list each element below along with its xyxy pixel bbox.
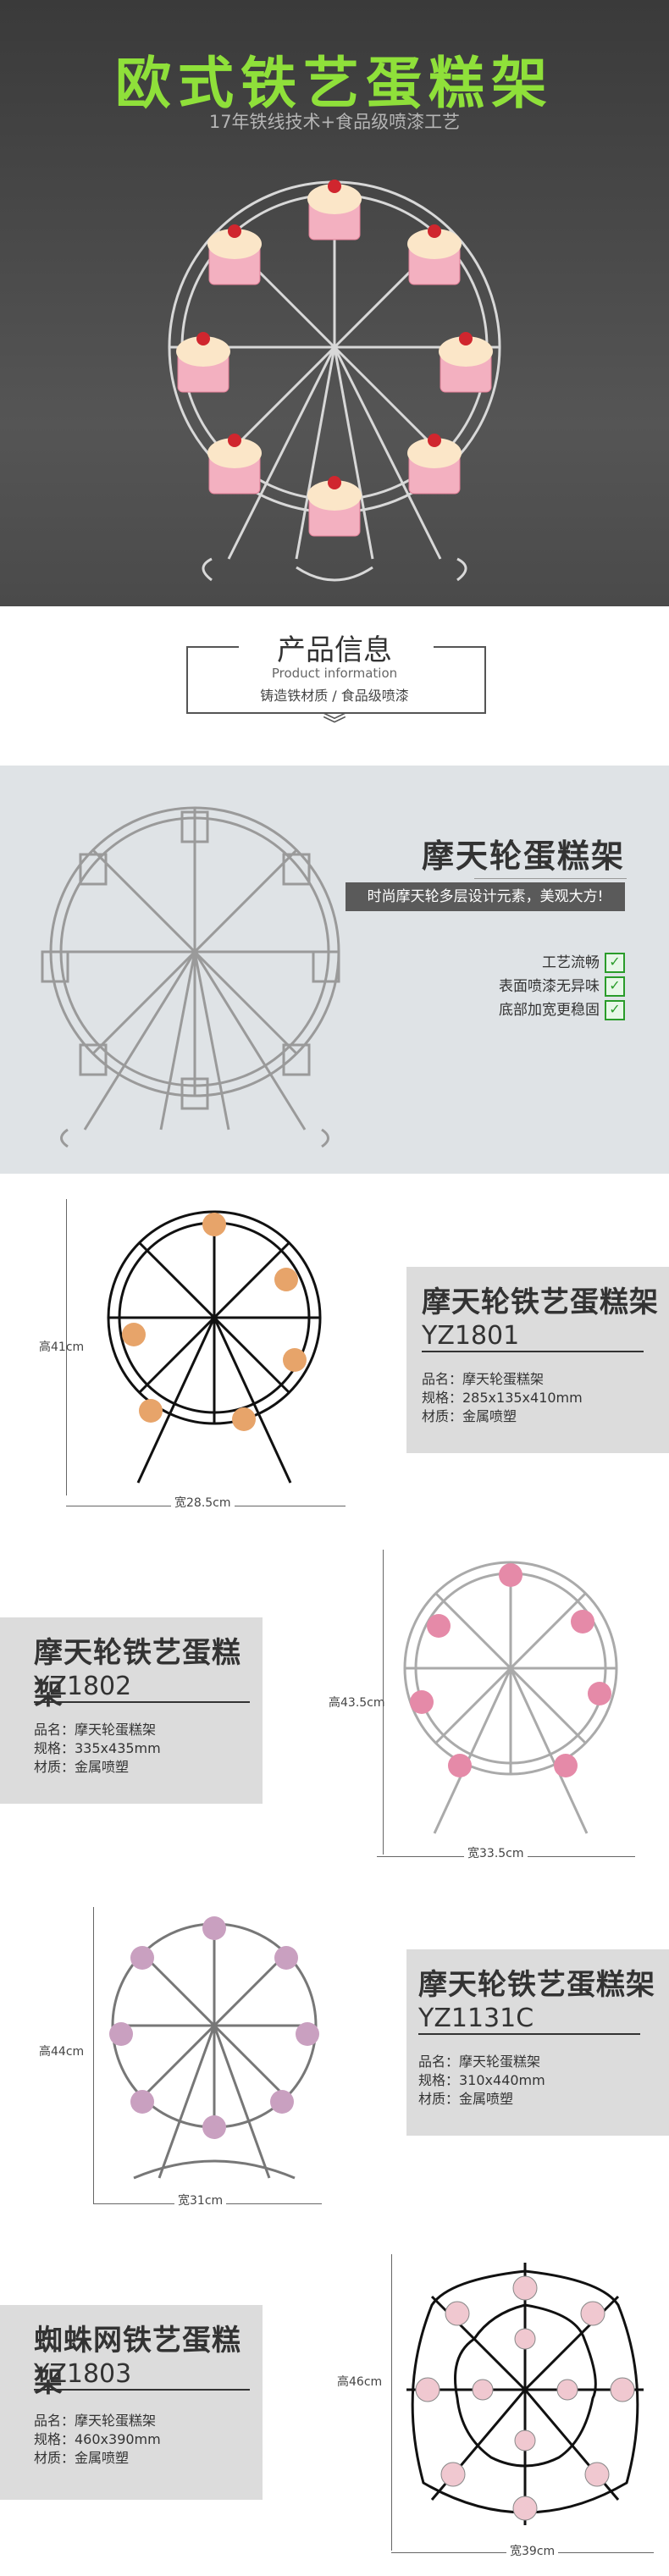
cupcakes [176,180,493,537]
spec-size: 规格：335x435mm [34,1740,161,1756]
height-dim: 高46cm [337,2375,383,2389]
feature-3: 底部加宽更稳固✓ [499,998,625,1020]
product-yz1801: 高41cm 宽28.5cm 摩天轮铁艺蛋糕架 YZ1801 品名：摩天轮蛋糕架 … [0,1174,669,1524]
spec-size: 规格：310x440mm [418,2072,545,2088]
check-icon: ✓ [605,953,625,973]
spec-name: 品名：摩天轮蛋糕架 [418,2054,541,2070]
width-dim: 宽39cm [506,2542,559,2559]
product-card: 蜘蛛网铁艺蛋糕架 YZ1803 品名：摩天轮蛋糕架 规格：460x390mm 材… [0,2305,263,2500]
spec-size: 规格：460x390mm [34,2431,161,2447]
product-card: 摩天轮铁艺蛋糕架 YZ1802 品名：摩天轮蛋糕架 规格：335x435mm 材… [0,1617,263,1804]
spec-material: 材质：金属喷塑 [418,2091,514,2107]
product-card: 摩天轮铁艺蛋糕架 YZ1131C 品名：摩天轮蛋糕架 规格：310x440mm … [406,1949,669,2136]
spec-material: 材质：金属喷塑 [34,2450,130,2466]
spec-material: 材质：金属喷塑 [422,1408,517,1424]
spec-name: 品名：摩天轮蛋糕架 [34,2413,157,2429]
width-dim: 宽31cm [174,2192,227,2208]
spider-web-image [406,2263,644,2525]
showcase-section: 摩天轮蛋糕架 时尚摩天轮多层设计元素，美观大方! 工艺流畅✓ 表面喷漆无异味✓ … [0,766,669,1174]
feature-2: 表面喷漆无异味✓ [499,974,625,997]
check-icon: ✓ [605,976,625,997]
product-name: 摩天轮铁艺蛋糕架 [422,1285,659,1319]
spec-name: 品名：摩天轮蛋糕架 [34,1722,157,1738]
product-model: YZ1801 [422,1321,644,1352]
height-dim-line [66,1199,67,1495]
info-frame [186,646,486,714]
width-dim: 宽28.5cm [171,1494,235,1511]
info-heading-en: Product information [271,666,398,681]
height-dim: 高44cm [39,2045,85,2059]
ferris-wheel-image [168,180,501,582]
product-yz1803: 蜘蛛网铁艺蛋糕架 YZ1803 品名：摩天轮蛋糕架 规格：460x390mm 材… [0,2237,669,2576]
product-image [107,1210,322,1484]
width-dim: 宽33.5cm [464,1844,528,1861]
product-image [403,1561,618,1834]
product-model: YZ1802 [34,1672,250,1703]
height-dim: 高43.5cm [329,1696,385,1710]
spec-size: 规格：285x135x410mm [422,1390,583,1406]
height-dim-line [383,1550,384,1855]
product-model: YZ1131C [418,2004,640,2035]
product-name: 摩天轮铁艺蛋糕架 [418,1968,655,2002]
silver-ferris-wheel-image [41,806,340,1148]
showcase-title: 摩天轮蛋糕架 [421,837,625,875]
hero-subtitle: 17年铁线技术+食品级喷漆工艺 [208,112,461,132]
title-divider [474,878,627,879]
product-card: 摩天轮铁艺蛋糕架 YZ1801 品名：摩天轮蛋糕架 规格：285x135x410… [406,1267,669,1453]
product-name: 蜘蛛网铁艺蛋糕架 [34,2324,241,2399]
spec-material: 材质：金属喷塑 [34,1759,130,1775]
product-info-header: 产品信息 Product information 铸造铁材质 / 食品级喷漆 ︾ [0,606,669,766]
height-dim-line [93,1907,94,2203]
info-frame-bottom [188,712,484,714]
product-name: 摩天轮铁艺蛋糕架 [34,1636,241,1711]
height-dim: 高41cm [39,1341,85,1354]
info-heading: 产品信息 [277,633,392,667]
check-icon: ✓ [605,1000,625,1020]
hero-banner: 欧式铁艺蛋糕架 17年铁线技术+食品级喷漆工艺 [0,0,669,606]
info-desc: 铸造铁材质 / 食品级喷漆 [260,688,409,704]
showcase-tagline: 时尚摩天轮多层设计元素，美观大方! [346,882,625,911]
product-yz1131c: 高44cm 宽31cm 摩天轮铁艺蛋糕架 YZ1131C 品名：摩天轮蛋糕架 规… [0,1882,669,2237]
product-image [109,1916,319,2180]
spec-name: 品名：摩天轮蛋糕架 [422,1371,545,1387]
feature-1: 工艺流畅✓ [542,950,625,973]
hero-title: 欧式铁艺蛋糕架 [115,50,554,116]
height-dim-line [391,2254,392,2551]
chevron-down-icon: ︾ [322,710,346,738]
product-model: YZ1803 [34,2359,250,2391]
product-yz1802: 摩天轮铁艺蛋糕架 YZ1802 品名：摩天轮蛋糕架 规格：335x435mm 材… [0,1524,669,1882]
